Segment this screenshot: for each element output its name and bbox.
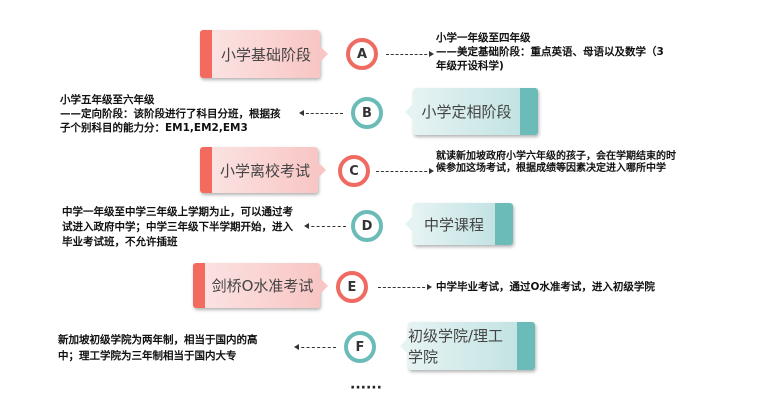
stage-b-title: 小学定相阶段 [421,103,512,121]
stage-f-circle: F [344,331,376,363]
stage-c-circle: C [338,155,370,187]
stage-d-circle: D [351,210,383,242]
stage-e-box: 剑桥O水准考试 [193,263,328,308]
desc-line: ——定向阶段：该阶段进行了科目分班，根据孩子个别科目的能力分：EM1,EM2,E… [60,108,281,134]
desc-line: 小学五年级至六年级 [60,94,155,106]
stage-e-desc: 中学毕业考试，通过O水准考试，进入初级学院 [436,280,696,294]
desc-line: 就读新加坡政府小学六年级的孩子，会在学期结束的时候参加这场考试，根据成绩等因素决… [436,151,676,174]
stage-a-box: 小学基础阶段 [200,30,328,78]
desc-line: 新加坡初级学院为两年制，相当于国内的高中；理工学院为三年制相当于国内大专 [58,334,258,362]
stage-c-desc: 就读新加坡政府小学六年级的孩子，会在学期结束的时候参加这场考试，根据成绩等因素决… [436,151,676,175]
arrow-c [376,167,434,174]
stage-f-desc: 新加坡初级学院为两年制，相当于国内的高中；理工学院为三年制相当于国内大专 [58,332,270,364]
stage-f-box: 初级学院/理工学院 [400,322,535,370]
stage-a-circle: A [346,38,378,70]
stage-f-title: 初级学院/理工学院 [408,327,504,366]
desc-line: ——美定基础阶段：重点英语、母语以及数学（3年级开设科学) [436,46,664,72]
arrow-e [378,283,432,290]
stage-d-box: 中学课程 [405,203,513,245]
stage-c-box: 小学离校考试 [200,147,326,193]
ellipsis: ······ [350,380,382,396]
stage-a-title: 小学基础阶段 [220,45,311,64]
arrow-b [299,109,343,116]
stage-d-desc: 中学一年级至中学三年级上学期为止，可以通过考试进入政府中学；中学三年级下半学期开… [62,205,300,250]
stage-c-title: 小学离校考试 [219,161,310,180]
stage-e-circle: E [336,271,368,303]
desc-line: 中学毕业考试，通过O水准考试，进入初级学院 [436,281,655,293]
arrow-d [304,222,346,229]
stage-b-desc: 小学五年级至六年级 ——定向阶段：该阶段进行了科目分班，根据孩子个别科目的能力分：… [60,93,290,135]
stage-a-desc: 小学一年级至四年级 ——美定基础阶段：重点英语、母语以及数学（3年级开设科学) [436,31,666,73]
desc-line: 小学一年级至四年级 [436,32,531,44]
stage-e-title: 剑桥O水准考试 [211,277,314,295]
arrow-f [294,343,336,350]
desc-line: 中学一年级至中学三年级上学期为止，可以通过考试进入政府中学；中学三年级下半学期开… [62,206,293,248]
stage-d-title: 中学课程 [423,215,484,234]
arrow-a [386,50,434,57]
stage-b-box: 小学定相阶段 [405,88,538,135]
stage-b-circle: B [351,97,383,129]
